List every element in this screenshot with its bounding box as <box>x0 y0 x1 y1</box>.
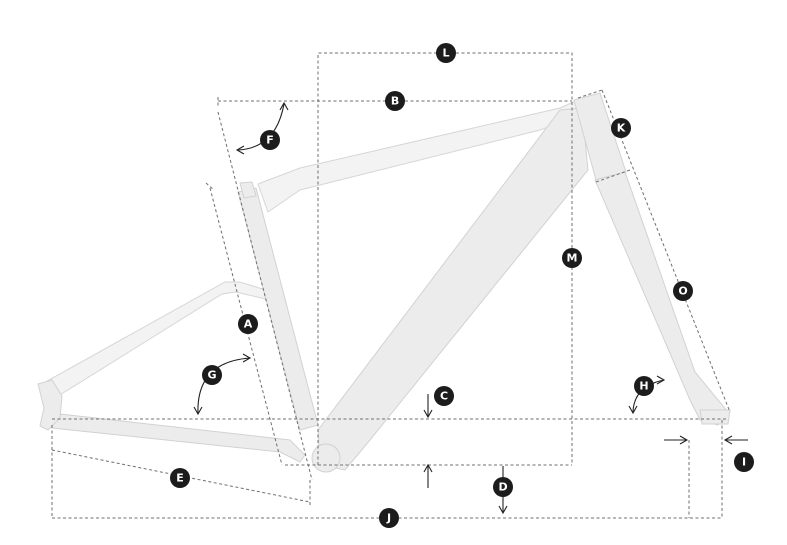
dim-A-end <box>205 182 215 191</box>
dim-K-bottom <box>595 169 631 183</box>
svg-text:I: I <box>742 456 746 469</box>
head-tube <box>573 92 627 181</box>
badge-I: I <box>734 452 754 472</box>
badge-C: C <box>434 386 454 406</box>
chainstay <box>47 409 306 463</box>
seatstay <box>39 281 273 399</box>
badge-D: D <box>493 477 513 497</box>
badge-B: B <box>385 91 405 111</box>
badge-J: J <box>379 508 399 528</box>
svg-text:A: A <box>244 318 253 331</box>
svg-text:L: L <box>442 47 449 60</box>
svg-text:K: K <box>617 122 626 135</box>
svg-text:C: C <box>440 390 448 403</box>
dim-seat-axis <box>217 111 313 481</box>
svg-text:M: M <box>567 252 578 265</box>
bottom-bracket <box>311 443 341 473</box>
svg-text:D: D <box>498 481 507 494</box>
badge-K: K <box>611 118 631 138</box>
badge-A: A <box>238 314 258 334</box>
svg-text:E: E <box>176 472 184 485</box>
fork-blade <box>594 171 729 426</box>
arrow-G <box>197 357 251 415</box>
svg-text:F: F <box>266 134 274 147</box>
svg-text:G: G <box>207 369 216 382</box>
badge-G: G <box>202 365 222 385</box>
badge-F: F <box>260 130 280 150</box>
bike-frame <box>37 92 731 473</box>
svg-text:H: H <box>639 380 648 393</box>
badge-O: O <box>673 281 693 301</box>
svg-text:O: O <box>678 285 687 298</box>
rear-dropout <box>37 379 63 431</box>
badge-L: L <box>436 43 456 63</box>
badge-M: M <box>562 248 582 268</box>
seat-tube <box>237 187 319 431</box>
badge-H: H <box>634 376 654 396</box>
badge-E: E <box>170 468 190 488</box>
svg-text:B: B <box>391 95 399 108</box>
seat-collar <box>239 181 257 199</box>
svg-text:J: J <box>386 512 391 525</box>
fork-dropout <box>699 409 731 425</box>
dim-K-line <box>577 89 603 99</box>
dim-O-line <box>601 89 731 413</box>
